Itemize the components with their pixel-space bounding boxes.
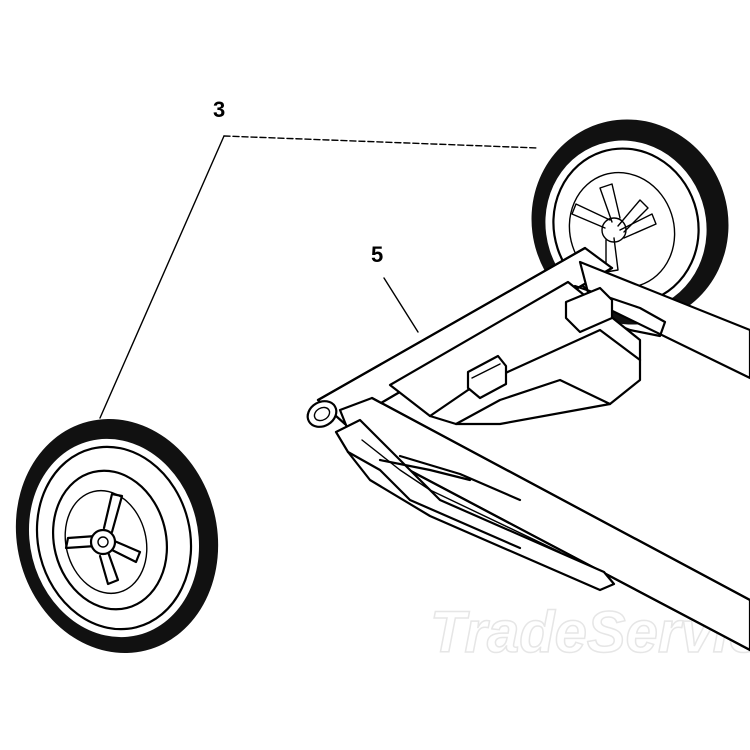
wheel-left-spokes <box>64 492 142 586</box>
leader-lines-wheels <box>99 135 539 419</box>
callout-3: 3 <box>213 97 225 122</box>
callout-5: 5 <box>371 242 383 267</box>
frame-assembly <box>306 246 750 652</box>
wheel-right-spokes <box>571 183 657 273</box>
wheel-left <box>15 418 219 654</box>
leader-line-frame <box>383 277 419 333</box>
